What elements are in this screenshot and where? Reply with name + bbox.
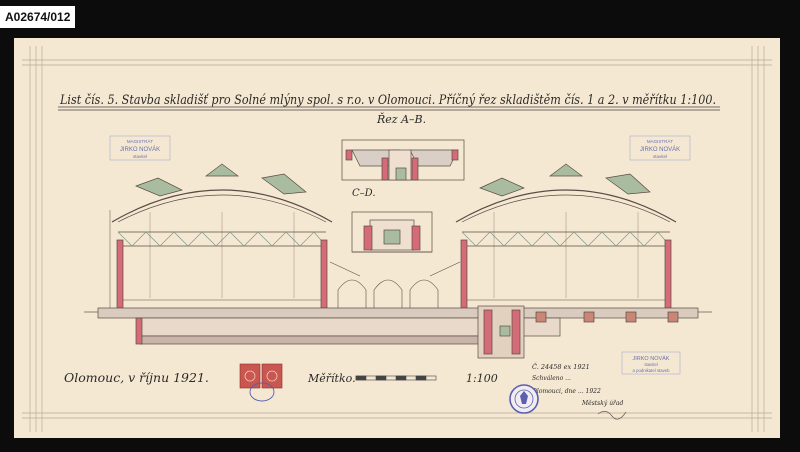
place-date: Olomouc, v říjnu 1921. [64, 370, 209, 385]
scale-label: Měřítko. [307, 372, 356, 385]
title-rules [58, 106, 720, 111]
section-cd-detail [351, 211, 433, 253]
stamp-right-line-2: JIRKO NOVÁK [640, 146, 680, 153]
scale-value: 1:100 [466, 372, 498, 385]
border-frame [22, 46, 772, 432]
stamp-right: MAGISTRÁT JIRKO NOVÁK stavitel [629, 135, 691, 161]
signature-scribble-icon [597, 411, 627, 420]
approval-note-line-1: Č. 24458 ex 1921 [532, 362, 590, 371]
approval-note-line-2: Schváleno ... [532, 375, 571, 382]
stamp-bottom-line-3: a podnikatel staveb [632, 368, 670, 373]
approval-note: Č. 24458 ex 1921 Schváleno ... Olomouci,… [532, 362, 624, 407]
stamp-left-line-3: stavitel [133, 154, 147, 159]
approval-note-line-3: Olomouci, dne ... 1922 [532, 388, 601, 395]
stamp-bottom: JIRKO NOVÁK stavitel a podnikatel staveb [621, 351, 681, 375]
stamp-left-line-1: MAGISTRÁT [127, 138, 154, 144]
stamp-bottom-line-1: JIRKO NOVÁK [633, 355, 670, 362]
central-arcades [329, 261, 461, 308]
drawing-title: List čís. 5. Stavba skladišť pro Solné m… [59, 93, 716, 108]
section-ab-label: Řez A–B. [376, 112, 426, 126]
warehouse-right [455, 163, 677, 309]
scale-bar [355, 375, 437, 381]
stamp-right-line-3: stavitel [653, 154, 667, 159]
section-ab-detail [341, 139, 465, 181]
stamp-bottom-line-2: stavitel [644, 362, 657, 367]
revenue-stamps [239, 363, 283, 402]
section-cd-label: C–D. [352, 188, 376, 199]
official-seal-icon [509, 384, 539, 414]
stamp-right-line-1: MAGISTRÁT [647, 138, 674, 144]
foundation-ground [84, 305, 712, 359]
approval-note-line-4: Městský úřad [581, 400, 624, 407]
stamp-left: MAGISTRÁT JIRKO NOVÁK stavitel [109, 135, 171, 161]
stamp-left-line-2: JIRKO NOVÁK [120, 146, 160, 153]
archive-id-label: A02674/012 [0, 6, 76, 28]
